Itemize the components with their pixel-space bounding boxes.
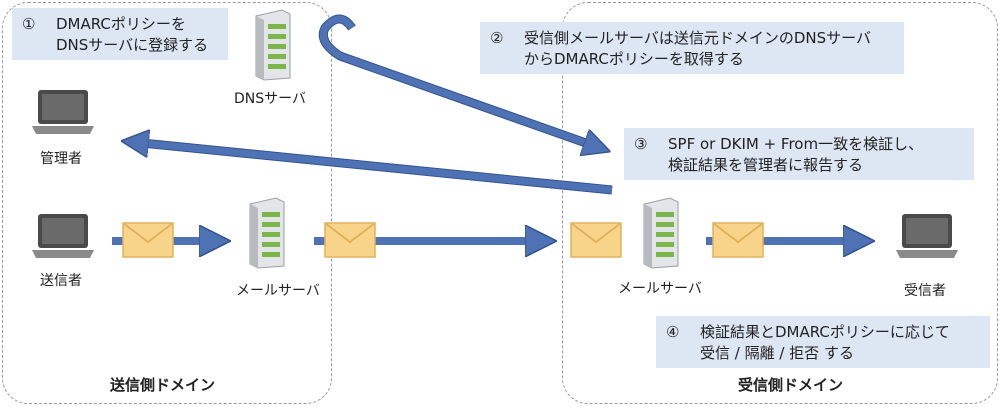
sender-mail-server-label: メールサーバ — [236, 283, 320, 299]
step2-line1: 受信側メールサーバは送信元ドメインのDNSサーバ — [524, 29, 871, 47]
receiver-user-label: 受信者 — [904, 283, 946, 299]
step3-number: ③ — [634, 135, 648, 153]
admin-label: 管理者 — [40, 151, 82, 167]
receiver-mail-server-label: メールサーバ — [618, 281, 702, 297]
server-icon — [255, 9, 291, 81]
step1-line1: DMARCポリシーを — [56, 15, 186, 33]
envelope-icon — [324, 222, 376, 258]
step1-number: ① — [22, 15, 36, 33]
step1-line2: DNSサーバに登録する — [56, 36, 209, 54]
step4-number: ④ — [666, 323, 680, 341]
laptop-icon — [32, 90, 94, 134]
step2-line2: からDMARCポリシーを取得する — [524, 50, 744, 68]
callout-step4: ④ 検証結果とDMARCポリシーに応じて 受信 / 隔離 / 拒否 する — [656, 316, 990, 368]
receiver-domain-label: 受信側ドメイン — [738, 376, 844, 394]
server-icon — [643, 197, 679, 269]
sender-user-label: 送信者 — [40, 273, 82, 289]
dns-server-label: DNSサーバ — [234, 91, 306, 107]
laptop-icon — [32, 214, 94, 258]
laptop-icon — [896, 214, 958, 258]
sender-domain-label: 送信側ドメイン — [110, 376, 216, 394]
server-icon — [249, 197, 285, 269]
envelope-icon — [712, 222, 764, 258]
envelope-icon — [122, 222, 174, 258]
callout-step1: ① DMARCポリシーを DNSサーバに登録する — [12, 8, 228, 60]
step3-line2: 検証結果を管理者に報告する — [668, 156, 864, 174]
step2-number: ② — [490, 29, 504, 47]
step4-line1: 検証結果とDMARCポリシーに応じて — [700, 323, 950, 341]
envelope-icon — [570, 222, 622, 258]
step4-line2: 受信 / 隔離 / 拒否 する — [700, 344, 854, 362]
callout-step3: ③ SPF or DKIM + From一致を検証し、 検証結果を管理者に報告する — [624, 128, 974, 180]
callout-step2: ② 受信側メールサーバは送信元ドメインのDNSサーバ からDMARCポリシーを取得… — [480, 22, 904, 74]
step3-line1: SPF or DKIM + From一致を検証し、 — [668, 135, 924, 153]
receiver-domain-box — [562, 2, 998, 404]
sender-domain-box — [2, 2, 332, 404]
